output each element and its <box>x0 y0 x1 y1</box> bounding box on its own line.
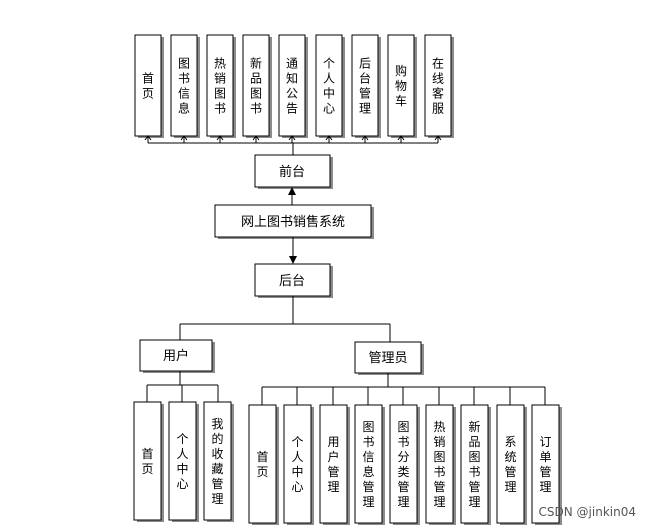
back-node-label: 后台 <box>279 274 305 289</box>
user-item-label: 我的收藏管理 <box>211 417 223 506</box>
front-connectors <box>144 135 442 157</box>
admin-item-label: 个人中心 <box>291 435 303 494</box>
user-connectors <box>146 371 219 402</box>
back-connectors <box>179 296 391 342</box>
front-item: 在线客服 <box>424 34 454 138</box>
admin-item-label: 系统管理 <box>504 435 516 494</box>
front-item-label: 个人中心 <box>323 57 335 116</box>
front-item: 通知公告 <box>278 34 308 138</box>
root-node-label: 网上图书销售系统 <box>241 214 345 230</box>
back-node: 后台 <box>254 263 333 298</box>
admin-item: 图书信息管理 <box>354 404 385 525</box>
root-node: 网上图书销售系统 <box>214 204 374 239</box>
admin-children: 首页 个人中心 用户管理 图书信息管理 图书分类管理 热销图书管理 新品图书管理 系统管理 订单… <box>248 404 562 525</box>
front-node-label: 前台 <box>279 164 305 180</box>
admin-connectors <box>261 373 546 405</box>
front-item: 购物车 <box>387 34 417 138</box>
front-item: 个人中心 <box>315 34 345 138</box>
user-item: 个人中心 <box>168 401 199 522</box>
admin-node-label: 管理员 <box>368 351 407 366</box>
admin-item-label: 图书信息管理 <box>362 420 374 509</box>
front-item: 新品图书 <box>242 34 272 138</box>
front-item: 热销图书 <box>206 34 236 138</box>
user-node: 用户 <box>139 339 215 373</box>
front-item-label: 后台管理 <box>359 57 371 116</box>
front-node: 前台 <box>254 154 333 189</box>
front-children: 首页 图书信息 热销图书 新品图书 通知公告 个人中心 后台管理 购物车 在线客服 <box>134 34 454 138</box>
admin-item: 热销图书管理 <box>425 404 456 525</box>
user-children: 首页 个人中心 我的收藏管理 <box>133 401 234 522</box>
user-item-label: 首页 <box>141 447 153 476</box>
admin-item: 首页 <box>248 404 279 525</box>
admin-item: 系统管理 <box>496 404 527 525</box>
front-item: 图书信息 <box>170 34 200 138</box>
front-item-label: 新品图书 <box>250 56 262 116</box>
front-item-label: 购物车 <box>395 63 407 108</box>
user-item-label: 个人中心 <box>176 432 188 491</box>
watermark-text: CSDN @jinkin04 <box>539 505 636 519</box>
admin-item-label: 图书分类管理 <box>397 420 409 509</box>
admin-item: 订单管理 <box>531 404 562 525</box>
front-item: 首页 <box>134 34 164 138</box>
admin-item-label: 首页 <box>256 450 268 479</box>
user-item: 首页 <box>133 401 164 522</box>
admin-item: 个人中心 <box>283 404 314 525</box>
admin-node: 管理员 <box>354 341 424 375</box>
user-node-label: 用户 <box>163 348 189 364</box>
front-item-label: 通知公告 <box>286 57 298 116</box>
admin-item-label: 用户管理 <box>327 435 339 494</box>
front-item-label: 在线客服 <box>432 57 444 116</box>
front-item-label: 热销图书 <box>214 57 226 116</box>
user-item: 我的收藏管理 <box>203 401 234 522</box>
front-item: 后台管理 <box>351 34 381 138</box>
admin-item: 图书分类管理 <box>389 404 420 525</box>
admin-item-label: 热销图书管理 <box>433 420 445 509</box>
front-item-label: 首页 <box>142 72 154 101</box>
admin-item-label: 新品图书管理 <box>468 419 480 509</box>
admin-item: 新品图书管理 <box>460 404 491 525</box>
front-item-label: 图书信息 <box>178 57 190 116</box>
admin-item-label: 订单管理 <box>539 435 551 494</box>
admin-item: 用户管理 <box>319 404 350 525</box>
